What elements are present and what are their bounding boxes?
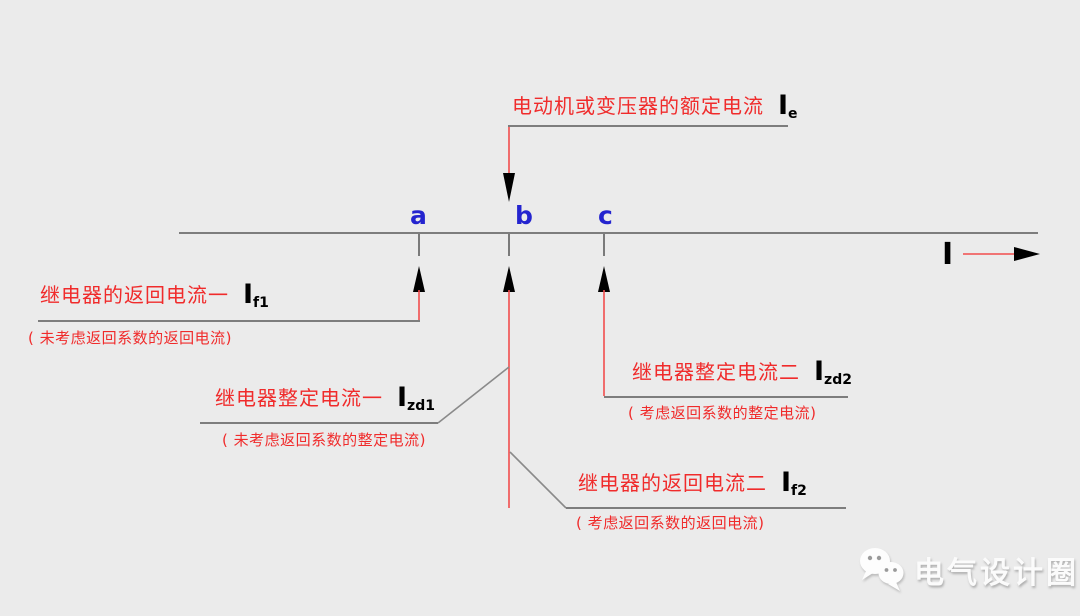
rated-current-text: 电动机或变压器的额定电流 xyxy=(512,94,764,118)
right-arrowhead-axis xyxy=(1014,247,1040,261)
down-arrowhead-b xyxy=(503,173,515,202)
axis-point-b: b xyxy=(515,201,533,230)
return-current-1-text: 继电器的返回电流一 xyxy=(40,283,229,307)
axis-point-a: a xyxy=(410,201,427,230)
return-current-1-note: ( 未考虑返回系数的返回电流) xyxy=(28,329,232,347)
setting1-diagonal-leader xyxy=(437,366,510,424)
return2-diagonal-leader xyxy=(509,451,567,509)
up-arrowhead-a xyxy=(413,266,425,292)
axis-point-c: c xyxy=(598,201,613,230)
up-arrowhead-b xyxy=(503,266,515,292)
watermark-text: 电气设计圈 xyxy=(914,556,1079,591)
wechat-icon xyxy=(860,548,904,591)
axis-symbol-I: I xyxy=(942,237,954,272)
setting-current-1-note: ( 未考虑返回系数的整定电流) xyxy=(222,431,426,449)
up-arrowhead-c xyxy=(598,266,610,292)
setting-current-1-text: 继电器整定电流一 xyxy=(215,386,383,410)
return-current-2-note: ( 考虑返回系数的返回电流) xyxy=(576,514,765,532)
setting-current-2-note: ( 考虑返回系数的整定电流) xyxy=(628,404,817,422)
setting-current-2-text: 继电器整定电流二 xyxy=(632,360,800,384)
return-current-2-text: 继电器的返回电流二 xyxy=(578,471,767,495)
